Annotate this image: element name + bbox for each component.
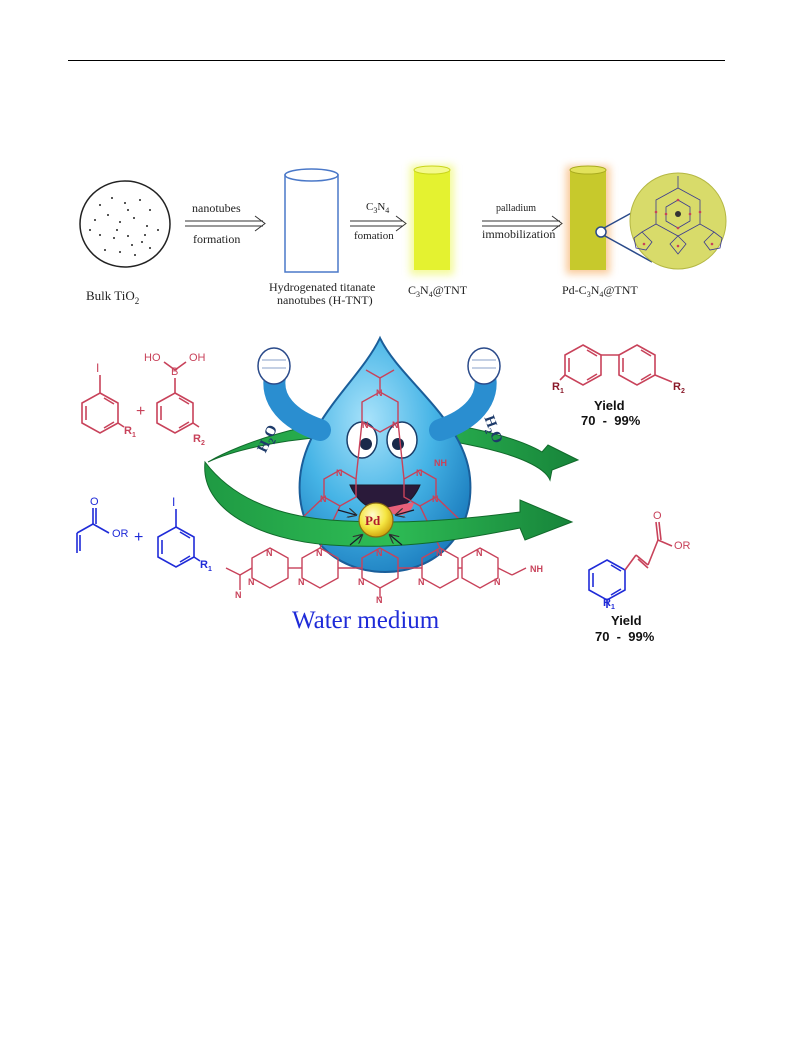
svg-text:N: N bbox=[376, 388, 383, 398]
svg-text:NH: NH bbox=[434, 458, 447, 468]
arrow-c3n4-formation bbox=[350, 215, 407, 232]
cinnamate-o-label: O bbox=[653, 510, 662, 522]
r1-label-blue: R1 bbox=[200, 559, 212, 573]
arrow2-bottom-label: fomation bbox=[354, 230, 394, 242]
h2o-right-label: H2O bbox=[478, 413, 506, 446]
pd-center: Pd bbox=[337, 502, 415, 546]
bulk-tio2-label: Bulk TiO2 bbox=[86, 288, 139, 306]
svg-text:N: N bbox=[266, 548, 273, 558]
r1-label-product: R1 bbox=[552, 381, 564, 395]
cinnamate-or-label: OR bbox=[674, 540, 691, 552]
c3n4-tnt-tube bbox=[410, 165, 454, 275]
arrow-nanotubes-formation bbox=[185, 215, 266, 232]
svg-text:N: N bbox=[418, 577, 425, 587]
iodobenzene-red bbox=[81, 375, 125, 434]
arrow1-bottom-label: formation bbox=[193, 232, 240, 246]
bulk-tio2-particle bbox=[79, 180, 171, 268]
r2-label-red: R2 bbox=[193, 433, 205, 447]
pd-c3n4-tnt-tube bbox=[566, 165, 656, 274]
svg-text:N: N bbox=[494, 577, 501, 587]
water-medium-label: Water medium bbox=[292, 607, 440, 634]
yield-label-heck: Yield bbox=[611, 613, 642, 628]
iodo-label-red: I bbox=[96, 361, 99, 375]
acrylate bbox=[76, 508, 110, 553]
acrylate-or-label: OR bbox=[112, 528, 129, 540]
green-arrow-front bbox=[204, 460, 574, 547]
zoom-circle-c3n4-network bbox=[629, 172, 727, 270]
ho-label: HO bbox=[144, 352, 161, 364]
phenylboronic-acid bbox=[156, 361, 200, 434]
r1-label-red: R1 bbox=[124, 425, 136, 439]
oh-label: OH bbox=[189, 352, 206, 364]
svg-text:N: N bbox=[235, 590, 242, 600]
svg-text:N: N bbox=[248, 577, 255, 587]
cinnamate-product bbox=[588, 521, 673, 608]
arrow-palladium-immobilization bbox=[482, 215, 563, 232]
htnt-label-line1: Hydrogenated titanate bbox=[269, 280, 375, 294]
svg-text:N: N bbox=[320, 494, 327, 504]
arrow1-top-label: nanotubes bbox=[192, 201, 241, 215]
r1-label-cinnamate: R1 bbox=[603, 597, 615, 611]
yield-range-heck: 70 - 99% bbox=[595, 629, 655, 644]
yield-range-suzuki: 70 - 99% bbox=[581, 413, 641, 428]
arrow3-bottom-label: immobilization bbox=[482, 227, 555, 241]
htnt-tube bbox=[284, 168, 339, 273]
acrylate-o-label: O bbox=[90, 496, 99, 508]
header-rule bbox=[68, 60, 725, 61]
network-n-labels: N N N N N N N N N N N N N N N N N N N NH… bbox=[235, 388, 543, 605]
svg-text:N: N bbox=[476, 548, 483, 558]
svg-text:N: N bbox=[336, 468, 343, 478]
svg-text:N: N bbox=[376, 595, 383, 605]
htnt-label-line2: nanotubes (H-TNT) bbox=[277, 293, 373, 307]
pd-c3n4-tnt-label: Pd-C3N4@TNT bbox=[562, 283, 638, 299]
iodo-label-blue: I bbox=[172, 495, 175, 509]
svg-text:N: N bbox=[362, 420, 369, 430]
water-drop-mascot bbox=[257, 335, 501, 574]
yield-label-suzuki: Yield bbox=[594, 398, 625, 413]
c3n4-tnt-label: C3N4@TNT bbox=[408, 283, 468, 299]
h2o-left-label: H2O bbox=[255, 423, 284, 457]
arrow3-top-label: palladium bbox=[496, 203, 536, 214]
svg-text:N: N bbox=[298, 577, 305, 587]
plus-blue: + bbox=[134, 529, 143, 546]
plus-red: + bbox=[136, 403, 145, 420]
svg-text:N: N bbox=[416, 468, 423, 478]
boron-label: B bbox=[171, 366, 178, 378]
biphenyl-product bbox=[559, 344, 673, 386]
svg-text:Pd: Pd bbox=[365, 513, 381, 528]
svg-text:N: N bbox=[392, 420, 399, 430]
r2-label-product: R2 bbox=[673, 381, 685, 395]
svg-text:NH: NH bbox=[530, 564, 543, 574]
svg-text:N: N bbox=[358, 577, 365, 587]
svg-text:N: N bbox=[376, 548, 383, 558]
svg-text:N: N bbox=[432, 494, 439, 504]
svg-text:N: N bbox=[436, 548, 443, 558]
iodobenzene-blue bbox=[157, 509, 201, 568]
arrow2-top-label: C3N4 bbox=[366, 201, 389, 215]
svg-text:N: N bbox=[316, 548, 323, 558]
